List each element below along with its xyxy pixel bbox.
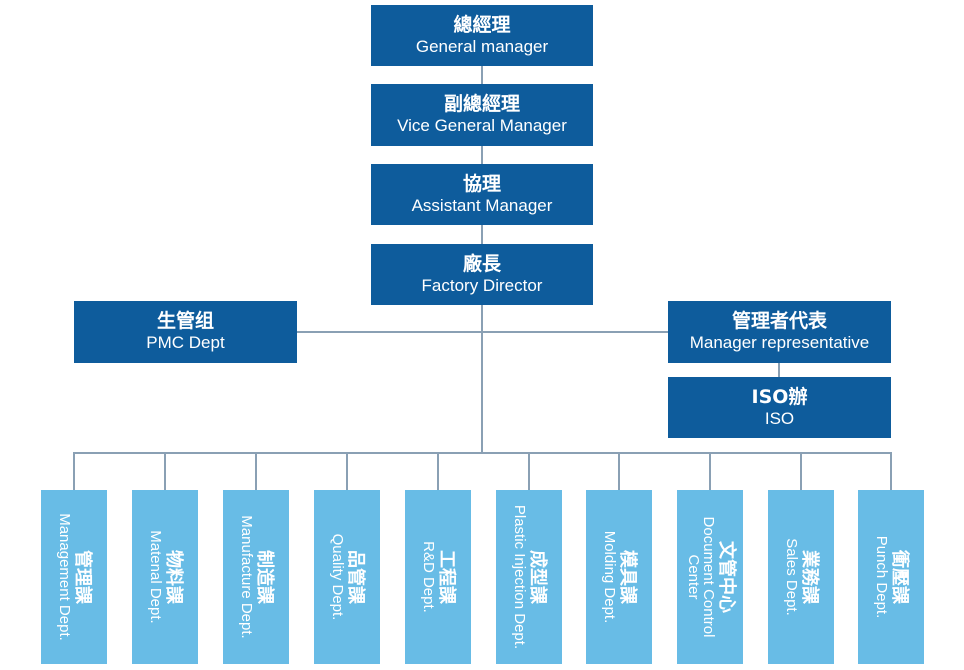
vice-general-manager-zh: 副總經理 xyxy=(443,93,520,116)
connector-dept-drop-10 xyxy=(890,452,892,491)
dept-material-en: Matenal Dept. xyxy=(147,530,165,624)
dept-material-zh: 物料課 xyxy=(163,550,185,604)
dept-manufacture-zh: 制造課 xyxy=(254,550,276,604)
assistant-manager-en: Assistant Manager xyxy=(411,195,553,215)
manager-representative-en: Manager representative xyxy=(689,333,870,353)
pmc-dept-en: PMC Dept xyxy=(146,333,225,353)
connector-dept-drop-4 xyxy=(346,452,348,491)
dept-sales-en: Sales Dept. xyxy=(783,538,801,616)
connector-pmc-horizontal xyxy=(296,331,482,333)
dept-molding-en: Molding Dept. xyxy=(601,530,619,624)
dept-rd: 工程課 R&D Dept. xyxy=(405,490,471,664)
assistant-manager-zh: 協理 xyxy=(462,172,501,195)
dept-punch: 衝壓課 Punch Dept. xyxy=(858,490,924,664)
connector-dept-drop-7 xyxy=(618,452,620,491)
factory-director-zh: 廠長 xyxy=(462,252,501,275)
factory-director-box: 廠長 Factory Director xyxy=(371,244,593,305)
dept-plastic-injection: 成型課 Plastic Injection Dept. xyxy=(496,490,562,664)
dept-document-control: 文管中心 Document Control Center xyxy=(677,490,743,664)
connector-dept-drop-1 xyxy=(73,452,75,491)
connector-dept-drop-3 xyxy=(255,452,257,491)
dept-document-control-zh: 文管中心 xyxy=(716,541,738,613)
dept-plastic-injection-en: Plastic Injection Dept. xyxy=(511,504,529,650)
dept-management-zh: 管理課 xyxy=(72,550,94,604)
dept-management: 管理課 Management Dept. xyxy=(41,490,107,664)
dept-rd-zh: 工程課 xyxy=(436,550,458,604)
assistant-manager-box: 協理 Assistant Manager xyxy=(371,164,593,225)
dept-punch-en: Punch Dept. xyxy=(873,535,891,619)
vice-general-manager-en: Vice General Manager xyxy=(397,116,567,136)
iso-office-en: ISO xyxy=(764,408,795,428)
connector-dept-drop-8 xyxy=(709,452,711,491)
pmc-dept-zh: 生管组 xyxy=(156,310,214,333)
vice-general-manager-box: 副總經理 Vice General Manager xyxy=(371,84,593,146)
connector-dept-drop-6 xyxy=(528,452,530,491)
dept-material: 物料課 Matenal Dept. xyxy=(132,490,198,664)
connector-rep-horizontal xyxy=(482,331,669,333)
connector-dept-drop-9 xyxy=(800,452,802,491)
general-manager-box: 總經理 General manager xyxy=(371,5,593,66)
dept-plastic-injection-zh: 成型課 xyxy=(527,550,549,604)
dept-management-en: Management Dept. xyxy=(56,513,74,641)
connector-dept-bus xyxy=(73,452,891,454)
dept-rd-en: R&D Dept. xyxy=(420,541,438,613)
dept-molding: 模具課 Molding Dept. xyxy=(586,490,652,664)
dept-punch-zh: 衝壓課 xyxy=(889,550,911,604)
manager-representative-box: 管理者代表 Manager representative xyxy=(668,301,891,363)
connector-dept-drop-2 xyxy=(164,452,166,491)
connector-rep-iso xyxy=(778,362,780,377)
connector-dept-drop-5 xyxy=(437,452,439,491)
dept-sales-zh: 業務課 xyxy=(799,550,821,604)
dept-quality-en: Quality Dept. xyxy=(329,533,347,621)
manager-representative-zh: 管理者代表 xyxy=(731,310,827,333)
dept-document-control-en: Document Control Center xyxy=(684,516,718,638)
dept-manufacture: 制造課 Manufacture Dept. xyxy=(223,490,289,664)
dept-sales: 業務課 Sales Dept. xyxy=(768,490,834,664)
iso-office-zh: ISO辦 xyxy=(751,385,808,408)
factory-director-en: Factory Director xyxy=(421,275,543,295)
dept-molding-zh: 模具課 xyxy=(617,550,639,604)
iso-office-box: ISO辦 ISO xyxy=(668,377,891,438)
pmc-dept-box: 生管组 PMC Dept xyxy=(74,301,297,363)
general-manager-en: General manager xyxy=(415,36,549,56)
dept-quality-zh: 品管課 xyxy=(345,550,367,604)
dept-manufacture-en: Manufacture Dept. xyxy=(238,515,256,639)
general-manager-zh: 總經理 xyxy=(453,13,511,36)
dept-quality: 品管課 Quality Dept. xyxy=(314,490,380,664)
